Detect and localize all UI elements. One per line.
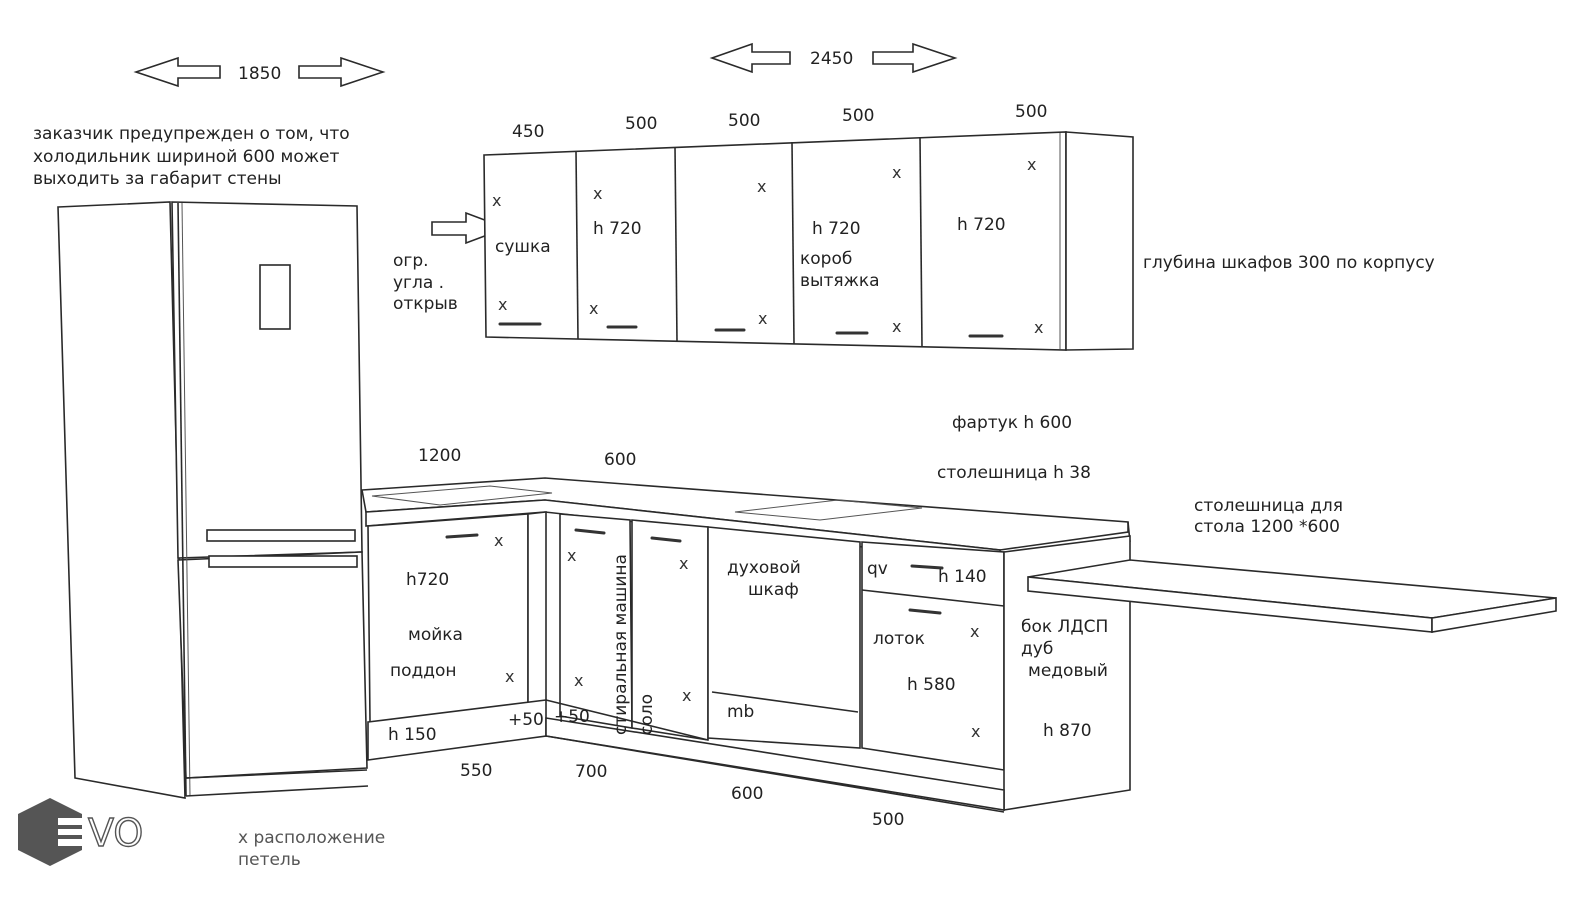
fridge-side bbox=[57, 201, 186, 799]
svg-text:x: x bbox=[567, 546, 576, 565]
svg-text:x: x bbox=[492, 191, 501, 210]
sink-cutout bbox=[371, 485, 553, 506]
lotok-label: лоток bbox=[873, 629, 925, 649]
corner-limiter-note: огр. угла . открыв bbox=[393, 251, 458, 314]
svg-text:x: x bbox=[679, 554, 688, 573]
fridge-handle-upper bbox=[206, 529, 356, 542]
base-width-2: 700 bbox=[575, 762, 607, 782]
logo-hexagon-icon bbox=[18, 798, 82, 866]
dryer-label: сушка bbox=[495, 237, 551, 257]
upper-total-dimension: 2450 bbox=[709, 42, 958, 74]
plinth-right bbox=[545, 717, 1005, 811]
hinge-legend: x расположение петель bbox=[238, 828, 391, 870]
fridge bbox=[57, 201, 369, 799]
fridge-width-dimension: 1850 bbox=[133, 56, 386, 88]
mb-label: mb bbox=[727, 702, 754, 722]
sink-height: h720 bbox=[406, 570, 449, 590]
svg-text:x: x bbox=[1034, 318, 1043, 337]
svg-text:x: x bbox=[574, 671, 583, 690]
svg-text:x: x bbox=[758, 309, 767, 328]
upper-cabinet-side bbox=[1065, 131, 1134, 351]
base-cabinets: h720 мойка поддон h 150 +50 +50 стиральн… bbox=[367, 511, 1131, 830]
base-width-1: 550 bbox=[460, 761, 492, 781]
evo-logo: VO bbox=[18, 798, 144, 866]
side-panel-label: бок ЛДСП дуб медовый bbox=[1021, 617, 1114, 681]
upper-total-label: 2450 bbox=[810, 49, 853, 69]
side-panel-height: h 870 bbox=[1043, 721, 1092, 741]
logo-text: VO bbox=[88, 811, 143, 855]
sink-label: мойка bbox=[408, 625, 463, 645]
svg-text:x: x bbox=[892, 163, 901, 182]
upper-height-2: h 720 bbox=[812, 219, 861, 239]
fridge-handle-lower bbox=[208, 555, 358, 568]
upper-width-5: 500 bbox=[1015, 102, 1047, 122]
upper-width-2: 500 bbox=[625, 114, 657, 134]
right-arrow-icon bbox=[298, 56, 386, 88]
svg-text:x: x bbox=[498, 295, 507, 314]
qv-label: qv bbox=[867, 559, 888, 579]
upper-width-4: 500 bbox=[842, 106, 874, 126]
oven-cabinet bbox=[707, 526, 861, 749]
svg-text:x: x bbox=[757, 177, 766, 196]
svg-text:x: x bbox=[505, 667, 514, 686]
base-width-3: 600 bbox=[731, 784, 763, 804]
oven-label: духовой шкаф bbox=[727, 558, 806, 600]
left-arrow-icon bbox=[133, 56, 221, 88]
fridge-front-lower bbox=[177, 551, 368, 779]
fridge-front-upper bbox=[171, 201, 363, 559]
base-hinges: x x x x x x x x bbox=[494, 531, 980, 741]
svg-text:x: x bbox=[1027, 155, 1036, 174]
table-top: столешница для стола 1200 *600 bbox=[1027, 496, 1557, 633]
upper-hinges: x x x x x x x x x x bbox=[492, 155, 1043, 337]
cabinet-depth-note: глубина шкафов 300 по корпусу bbox=[1143, 253, 1435, 273]
upper-height-3: h 720 bbox=[957, 215, 1006, 235]
lower-drawer-height: h 580 bbox=[907, 675, 956, 695]
svg-text:x: x bbox=[892, 317, 901, 336]
svg-text:x: x bbox=[971, 722, 980, 741]
plus-left: +50 bbox=[508, 710, 544, 730]
hood-box-label: короб вытяжка bbox=[800, 249, 880, 291]
sink-cabinet bbox=[367, 513, 529, 723]
countertop-note: столешница h 38 bbox=[937, 463, 1091, 483]
upper-cabinets: 450 500 500 500 500 сушка h 720 h 720 ко… bbox=[483, 102, 1134, 351]
side-panel bbox=[1003, 535, 1131, 811]
upper-height-1: h 720 bbox=[593, 219, 642, 239]
svg-text:x: x bbox=[593, 184, 602, 203]
counter-left-width: 1200 bbox=[418, 446, 461, 466]
svg-text:x: x bbox=[494, 531, 503, 550]
plus-right: +50 bbox=[554, 707, 590, 727]
upper-width-3: 500 bbox=[728, 111, 760, 131]
tray-label: поддон bbox=[390, 661, 457, 681]
fridge-display bbox=[259, 264, 291, 330]
table-top-note: столешница для стола 1200 *600 bbox=[1194, 496, 1348, 537]
base-width-4: 500 bbox=[872, 810, 904, 830]
svg-text:x: x bbox=[682, 686, 691, 705]
plinth-height: h 150 bbox=[388, 725, 437, 745]
hob-cutout bbox=[734, 499, 923, 521]
washer-label: стиральная машина bbox=[611, 554, 631, 735]
fridge-width-label: 1850 bbox=[238, 64, 281, 84]
left-arrow-icon bbox=[709, 42, 791, 74]
svg-text:x: x bbox=[589, 299, 598, 318]
solo-label: соло bbox=[637, 694, 657, 735]
right-arrow-icon bbox=[872, 42, 958, 74]
backsplash-note: фартук h 600 bbox=[952, 413, 1072, 433]
fridge-warning-note: заказчик предупрежден о том, что холодил… bbox=[33, 124, 355, 189]
drawer-height: h 140 bbox=[938, 567, 987, 587]
upper-width-1: 450 bbox=[512, 122, 544, 142]
counter-mid-width: 600 bbox=[604, 450, 636, 470]
svg-text:x: x bbox=[970, 622, 979, 641]
